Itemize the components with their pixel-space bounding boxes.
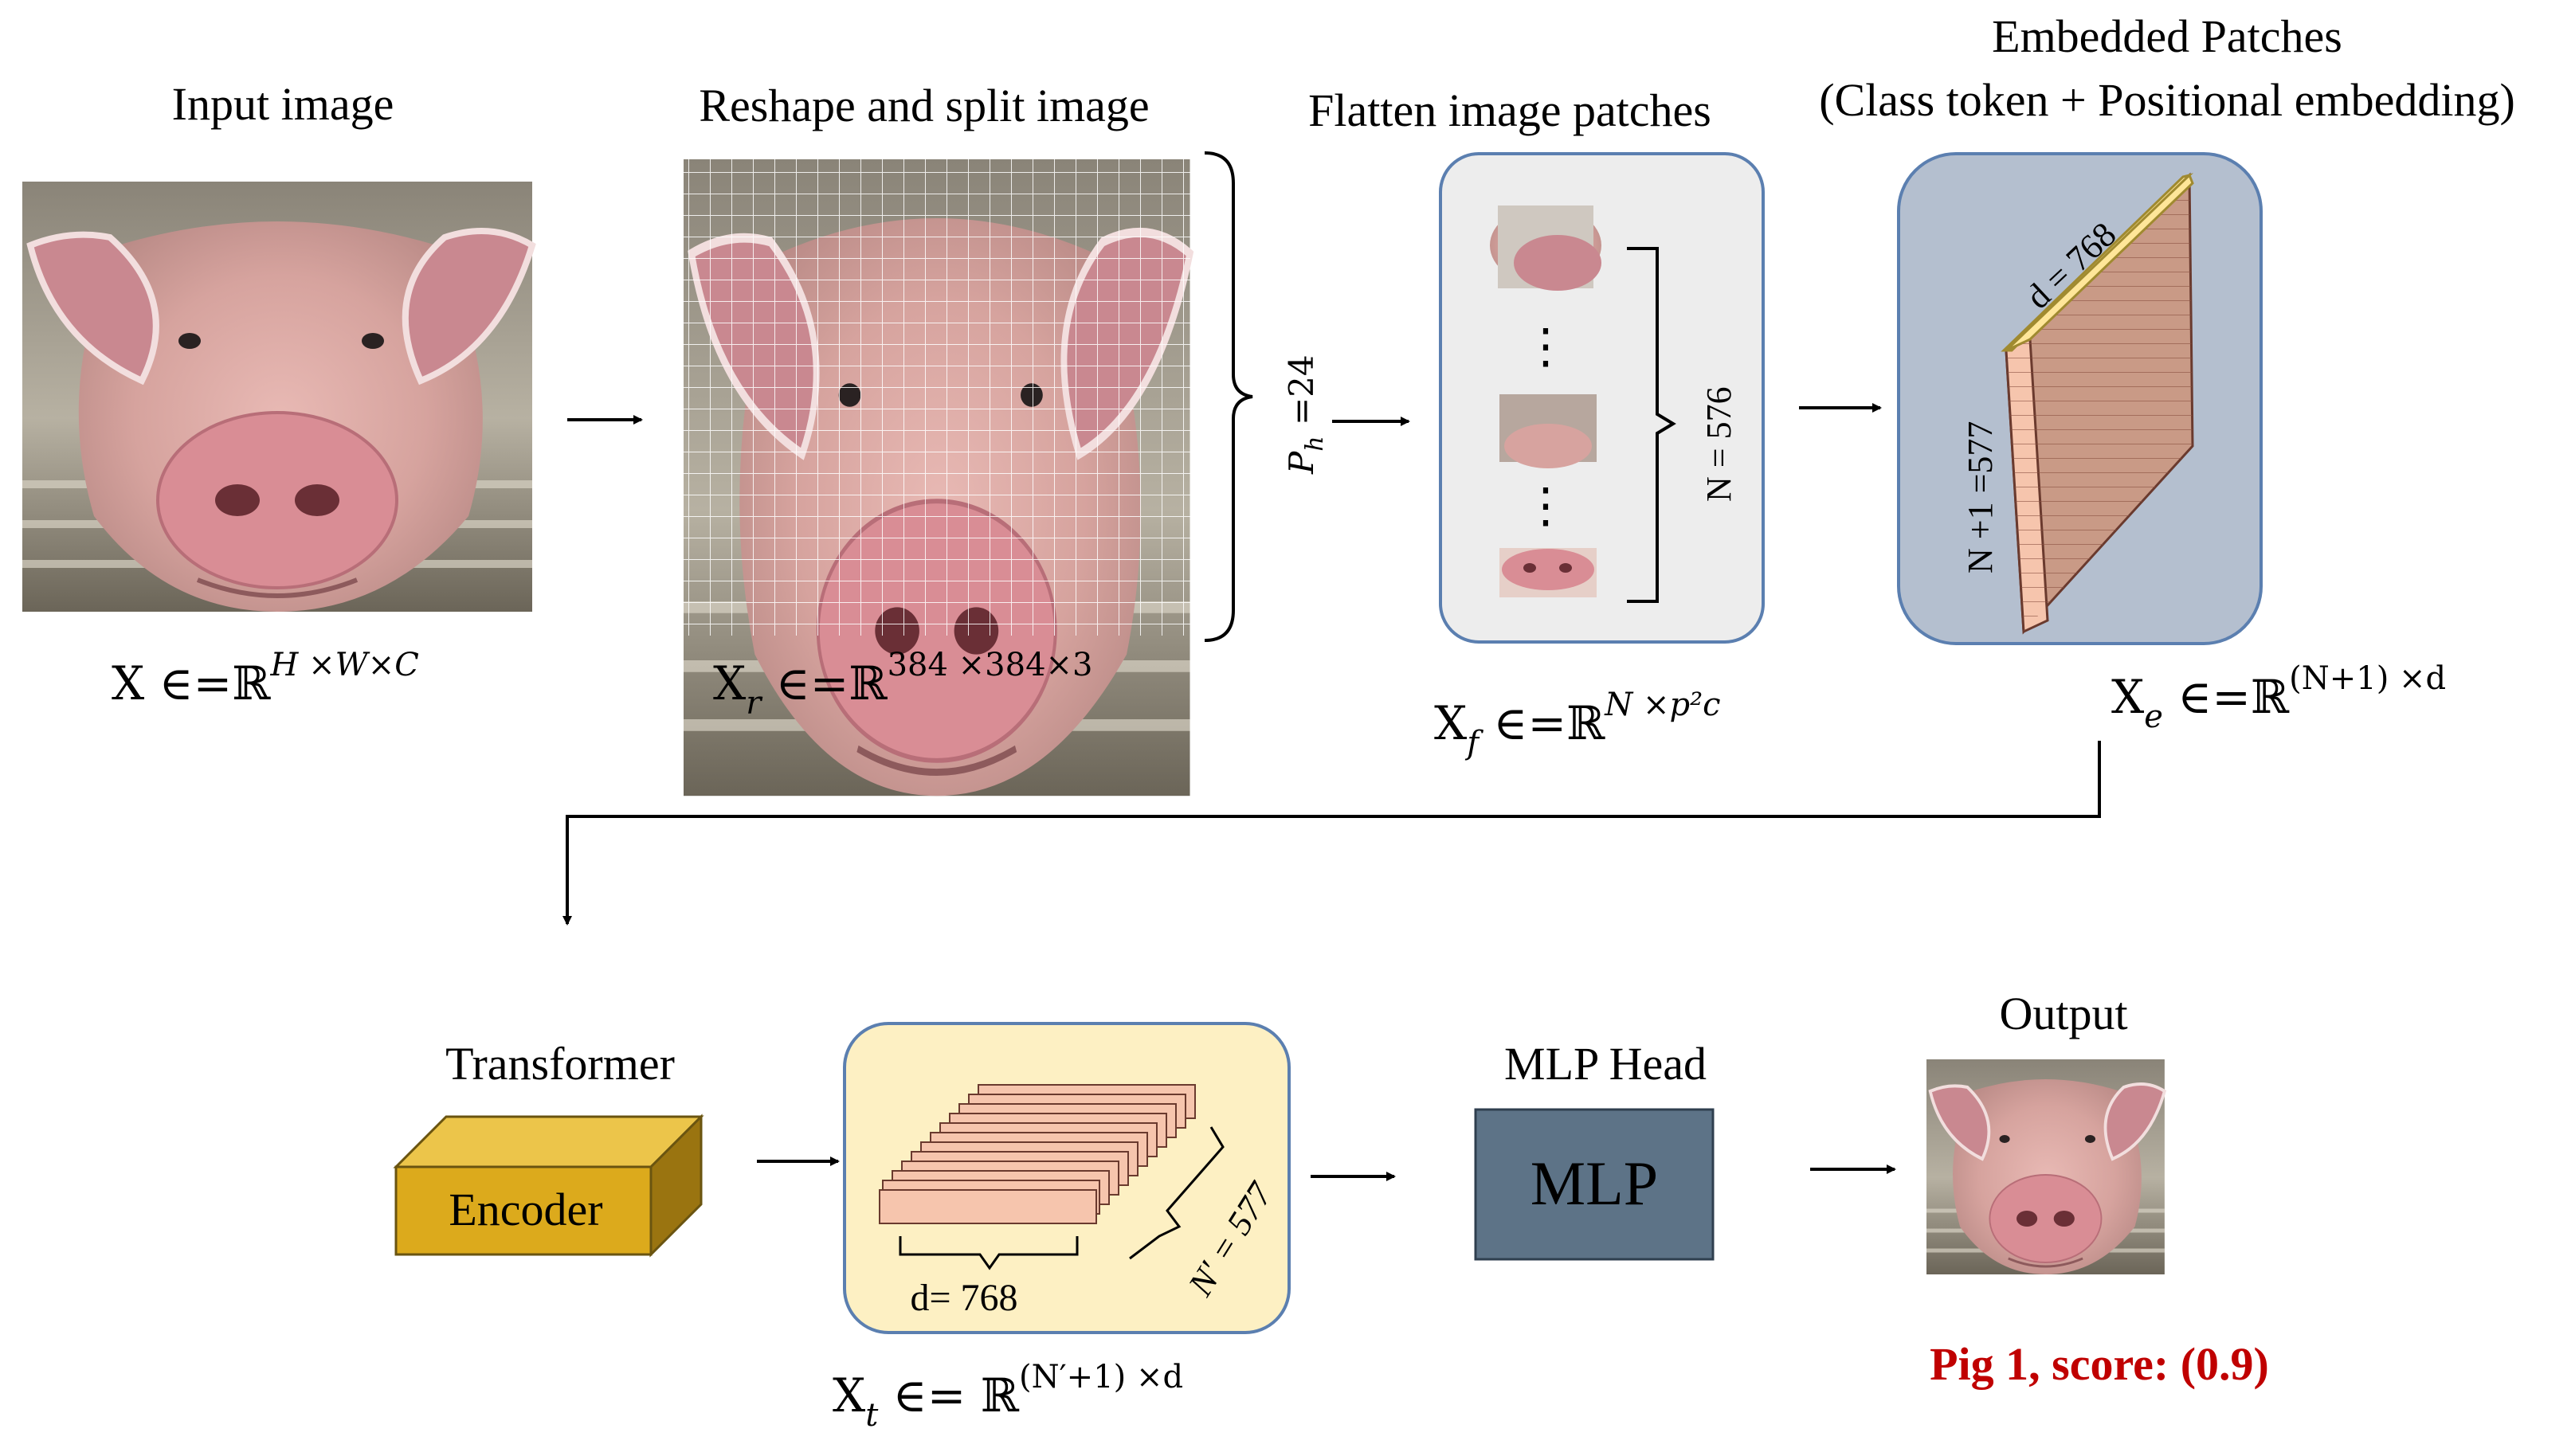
embedded-label-line1: Embedded Patches xyxy=(1992,10,2342,62)
input-image-label: Input image xyxy=(172,78,394,130)
connector-embed-to-transformer xyxy=(562,741,2101,926)
flatten-label: Flatten image patches xyxy=(1308,84,1711,136)
embedded-formula: Xe ∈=ℝ(N+1) ×d xyxy=(2111,660,2446,735)
patch-height-brace xyxy=(1204,151,1253,642)
reshape-formula: Xr ∈=ℝ384 ×384×3 xyxy=(713,647,1092,722)
input-formula: X ∈=ℝH ×W×C xyxy=(112,647,419,710)
mlp-block xyxy=(1474,1108,1715,1261)
output-label: Output xyxy=(1999,988,2127,1039)
token-count-brace xyxy=(1129,1126,1225,1260)
embedding-slab xyxy=(2001,172,2194,635)
encoder-block-label: Encoder xyxy=(449,1184,602,1235)
mlp-block-label: MLP xyxy=(1530,1149,1658,1218)
output-result: Pig 1, score: (0.9) xyxy=(1930,1338,2269,1390)
input-pig-image xyxy=(22,182,532,612)
output-pig-image xyxy=(1926,1059,2165,1274)
mlp-head-label: MLP Head xyxy=(1504,1038,1707,1090)
transformer-label: Transformer xyxy=(445,1038,675,1090)
token-dim-label: d= 768 xyxy=(910,1277,1017,1319)
reshape-label: Reshape and split image xyxy=(699,80,1149,131)
split-pig-image xyxy=(684,159,1190,796)
patch-height-label: Ph =24 xyxy=(1282,354,1329,475)
encoder-block xyxy=(393,1114,704,1258)
patch-ellipsis-2: ⋮ xyxy=(1522,478,1570,534)
token-dim-brace xyxy=(899,1236,1079,1270)
flatten-formula: Xf ∈=ℝN ×p²c xyxy=(1434,687,1721,761)
token-stack xyxy=(879,1084,1196,1224)
embed-count-label: N +1 =577 xyxy=(1961,421,2000,573)
tokens-formula: Xt ∈= ℝ(N′+1) ×d xyxy=(833,1359,1183,1434)
flat-patch-2 xyxy=(1499,394,1597,468)
patch-count-label: N = 576 xyxy=(1699,386,1738,502)
patch-ellipsis-1: ⋮ xyxy=(1522,319,1570,374)
embedded-label-line2: (Class token + Positional embedding) xyxy=(1819,74,2515,126)
patch-count-brace xyxy=(1627,247,1676,603)
flat-patch-3 xyxy=(1499,548,1597,597)
